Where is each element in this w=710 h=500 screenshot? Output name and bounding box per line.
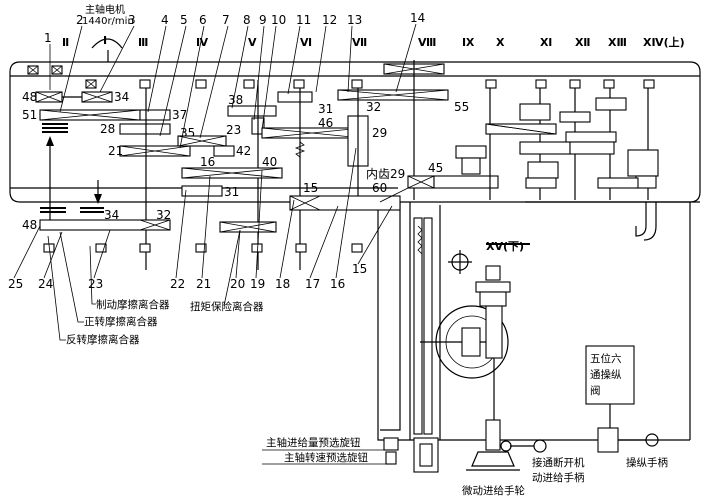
svg-text:阀: 阀 [590,384,601,397]
svg-text:21: 21 [196,277,211,291]
svg-text:23: 23 [226,123,241,137]
svg-text:动进给手柄: 动进给手柄 [532,471,585,484]
svg-text:反转摩擦离合器: 反转摩擦离合器 [66,333,140,346]
svg-text:五位六: 五位六 [590,352,622,365]
svg-text:主轴电机: 主轴电机 [85,3,125,16]
svg-text:23: 23 [88,277,103,291]
shaft-XI-label: Ⅺ [540,36,552,49]
part-numbers-bottom: 25 24 23 22 21 20 19 18 17 16 15 [8,262,367,291]
shaft-XIV-label: ⅩⅣ(上) [643,35,685,49]
svg-text:8: 8 [243,13,251,27]
shaft-IX-label: Ⅸ [462,36,475,49]
svg-text:55: 55 [454,100,469,114]
svg-text:29: 29 [372,126,387,140]
svg-text:32: 32 [366,100,381,114]
shaft-V-label: Ⅴ [248,36,257,49]
svg-text:18: 18 [275,277,290,291]
top-bearings [139,79,655,89]
operating-valve: 五位六 通操纵 阀 操纵手柄 [585,345,668,469]
svg-text:通操纵: 通操纵 [590,368,622,381]
shaft-VIII-label: Ⅷ [418,36,436,49]
svg-text:45: 45 [428,161,443,175]
svg-text:15: 15 [352,262,367,276]
svg-text:34: 34 [104,208,119,222]
svg-text:6: 6 [199,13,207,27]
svg-text:40: 40 [262,155,277,169]
svg-text:扭矩保险离合器: 扭矩保险离合器 [190,300,264,313]
shaft-IV-label: Ⅳ [196,36,209,49]
svg-text:17: 17 [305,277,320,291]
svg-text:12: 12 [322,13,337,27]
svg-text:48: 48 [22,90,37,104]
right-gearbox [455,80,659,241]
shaft-lower-gear-group: 40 31 15 60 内齿29 [181,155,405,211]
svg-text:5: 5 [180,13,188,27]
leader-lines [13,23,417,279]
clutch-callouts: 制动摩擦离合器 正转摩擦离合器 反转摩擦离合器 扭矩保险离合器 [47,229,264,346]
svg-text:60: 60 [372,181,387,195]
svg-text:37: 37 [172,108,187,122]
lower-clutch-group: 48 34 32 [22,136,363,253]
svg-text:3: 3 [128,13,136,27]
svg-text:1440r/min: 1440r/min [82,16,134,27]
svg-text:20: 20 [230,277,245,291]
svg-text:38: 38 [228,93,243,107]
svg-text:16: 16 [200,155,215,169]
svg-text:15: 15 [303,181,318,195]
svg-text:11: 11 [296,13,311,27]
main-motor: 主轴电机 1440r/min Ⅰ [82,3,134,62]
svg-text:微动进给手轮: 微动进给手轮 [462,484,525,497]
svg-text:19: 19 [250,277,265,291]
housing-frame [9,61,701,441]
preselect-knobs: 主轴进给量预选旋钮 主轴转速预选旋钮 [262,436,439,473]
shaft-III-label: Ⅲ [138,36,148,49]
svg-text:正转摩擦离合器: 正转摩擦离合器 [84,315,158,328]
svg-text:25: 25 [8,277,23,291]
svg-text:主轴转速预选旋钮: 主轴转速预选旋钮 [284,451,368,464]
shaft-VIII-45-gear: 45 [379,161,499,203]
shaft-labels: Ⅱ Ⅲ Ⅳ Ⅴ Ⅵ Ⅶ Ⅷ Ⅸ Ⅹ Ⅺ Ⅻ ⅩⅢ ⅩⅣ(上) [62,35,685,49]
svg-text:1: 1 [44,31,52,45]
shaft-XV-label: ⅩⅤ(下) [486,240,524,253]
svg-text:51: 51 [22,108,37,122]
svg-text:34: 34 [114,90,129,104]
shaft-V-VI-gear-group: 38 23 31 46 29 [226,80,387,270]
svg-text:7: 7 [222,13,230,27]
svg-text:28: 28 [100,122,115,136]
shaft-XII-label: Ⅻ [575,36,590,49]
part-numbers-top: 1 2 3 4 5 6 7 8 9 10 11 12 13 14 [44,11,425,45]
shaft-VI-label: Ⅵ [300,36,312,49]
shaft-I-gear-group: 48 34 51 37 [22,65,187,133]
svg-text:32: 32 [156,208,171,222]
svg-text:22: 22 [170,277,185,291]
svg-text:10: 10 [271,13,286,27]
shaft-XIII-label: ⅩⅢ [608,36,627,49]
svg-text:制动摩擦离合器: 制动摩擦离合器 [96,298,170,311]
svg-text:4: 4 [161,13,169,27]
svg-text:42: 42 [236,144,251,158]
svg-text:31: 31 [224,185,239,199]
svg-text:21: 21 [108,144,123,158]
svg-text:2: 2 [76,13,84,27]
svg-text:9: 9 [259,13,267,27]
svg-text:31: 31 [318,102,333,116]
svg-text:24: 24 [38,277,53,291]
svg-text:13: 13 [347,13,362,27]
svg-text:内齿29: 内齿29 [366,167,405,181]
svg-text:46: 46 [318,116,333,130]
svg-text:操纵手柄: 操纵手柄 [626,456,668,469]
shaft-II-label: Ⅱ [62,36,69,49]
svg-text:主轴进给量预选旋钮: 主轴进给量预选旋钮 [266,436,361,449]
svg-text:48: 48 [22,218,37,232]
shaft-I-label: Ⅰ [103,34,107,47]
svg-text:14: 14 [410,11,425,25]
shaft-X-label: Ⅹ [496,36,505,49]
shaft-VII-VIII-gear-group: 32 55 [337,60,469,200]
shaft-VII-label: Ⅶ [352,36,367,49]
svg-text:接通断开机: 接通断开机 [532,456,585,469]
spindle-feed-mechanism: ⅩⅤ(下) 微动进给手轮 接通断开机 动进给手柄 [413,217,585,497]
svg-text:16: 16 [330,277,345,291]
